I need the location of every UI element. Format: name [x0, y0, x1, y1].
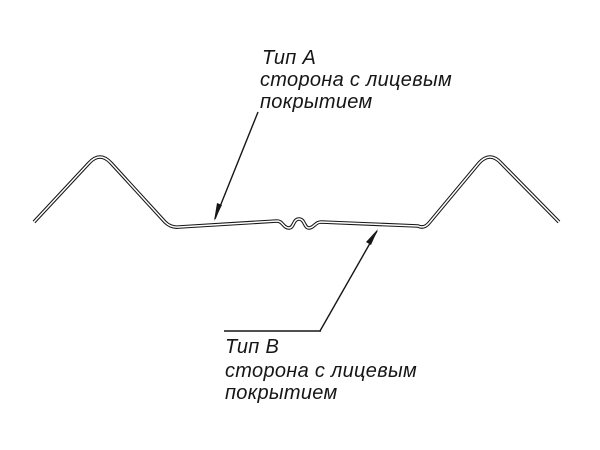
profile-inner-white-line	[33, 156, 560, 229]
leader-line-a	[214, 111, 259, 221]
label-a: Тип А сторона с лицевым покрытием	[260, 47, 452, 113]
leader-b-arrowhead-icon	[366, 229, 378, 245]
profile-outer-line	[32, 155, 561, 230]
label-b-line3: покрытием	[225, 382, 338, 404]
label-a-title: Тип А	[262, 47, 316, 69]
leader-line-b	[224, 229, 378, 332]
leader-b-diagonal	[319, 230, 378, 332]
label-b-line2: сторона с лицевым	[225, 360, 417, 382]
label-b-title: Тип B	[225, 336, 279, 358]
label-a-line3: покрытием	[260, 91, 373, 113]
leader-a-arrowhead-icon	[214, 203, 222, 221]
sheet-profile-outline	[32, 155, 561, 230]
label-a-line2: сторона с лицевым	[260, 69, 452, 91]
leader-a-diagonal	[214, 111, 259, 220]
label-b: Тип B сторона с лицевым покрытием	[225, 336, 417, 404]
